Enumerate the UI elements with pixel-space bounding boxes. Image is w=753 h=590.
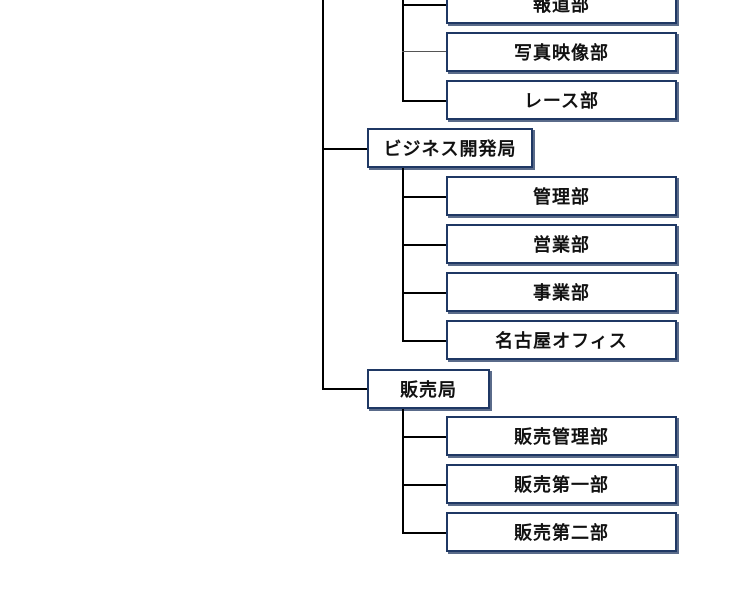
main-trunk-line — [322, 0, 324, 390]
department-name: 事業部 — [533, 283, 590, 304]
department-name: レース部 — [523, 91, 600, 112]
group0-dept1-connector — [402, 51, 446, 52]
group0-dept0-connector — [402, 4, 446, 6]
branch-line-business-dev — [322, 148, 367, 150]
bureau-name: ビジネス開発局 — [383, 139, 517, 160]
branch-line-sales — [322, 388, 367, 390]
department-box: 名古屋オフィス — [446, 320, 677, 360]
group2-dept2-connector — [402, 532, 446, 534]
department-box: レース部 — [446, 80, 677, 120]
department-box: 写真映像部 — [446, 32, 677, 72]
group1-dept3-connector — [402, 340, 446, 342]
department-box: 事業部 — [446, 272, 677, 312]
department-name: 写真映像部 — [514, 43, 609, 64]
department-name: 名古屋オフィス — [495, 331, 628, 352]
bureau-box: ビジネス開発局 — [367, 128, 533, 168]
group1-dept2-connector — [402, 292, 446, 294]
department-box: 販売第二部 — [446, 512, 677, 552]
group1-dept0-connector — [402, 196, 446, 198]
department-box: 販売管理部 — [446, 416, 677, 456]
department-name: 販売第一部 — [514, 475, 609, 496]
department-name: 販売第二部 — [514, 523, 609, 544]
group2-dept1-connector — [402, 484, 446, 486]
department-name: 管理部 — [533, 187, 590, 208]
bureau-box: 販売局 — [367, 369, 490, 409]
group0-dept2-connector — [402, 100, 446, 102]
department-box: 報道部 — [446, 0, 677, 24]
department-box: 管理部 — [446, 176, 677, 216]
group2-dept0-connector — [402, 436, 446, 438]
department-name: 営業部 — [533, 235, 590, 256]
department-box: 販売第一部 — [446, 464, 677, 504]
group2-vertical-line — [402, 409, 404, 534]
department-box: 営業部 — [446, 224, 677, 264]
group1-dept1-connector — [402, 244, 446, 246]
bureau-name: 販売局 — [400, 380, 457, 401]
department-name: 報道部 — [533, 0, 590, 16]
group1-vertical-line — [402, 168, 404, 342]
department-name: 販売管理部 — [514, 427, 609, 448]
